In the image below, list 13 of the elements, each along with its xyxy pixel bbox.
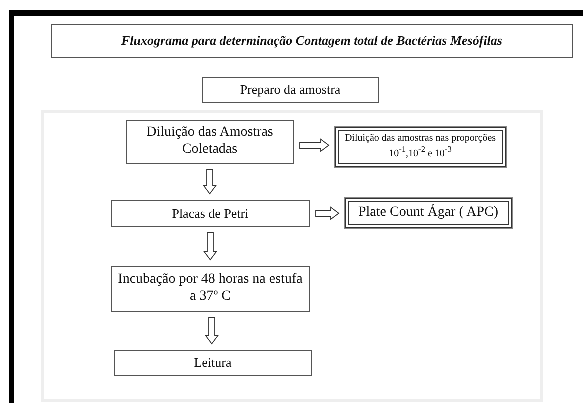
hollow-arrow <box>205 318 219 345</box>
process-box: Diluição das Amostras Coletadas <box>126 120 294 164</box>
hollow-arrow <box>300 138 330 152</box>
process-box: Placas de Petri <box>111 200 310 227</box>
note-box: Diluição das amostras nas proporções 10$^{-1}$,10$^{-2}$ e 10$^{-3}$ <box>335 127 506 167</box>
hollow-arrow <box>203 170 217 195</box>
process-box: Incubação por 48 horas na estufa a 37º C <box>111 266 310 312</box>
hollow-arrow <box>204 232 218 261</box>
process-box: Leitura <box>114 350 312 376</box>
title-box: Fluxograma para determinação Contagem total de Bactérias Mesófilas <box>51 24 573 58</box>
note-box: Plate Count Ágar ( APC) <box>345 198 512 228</box>
hollow-arrow <box>316 206 340 220</box>
process-box: Preparo da amostra <box>202 77 379 103</box>
